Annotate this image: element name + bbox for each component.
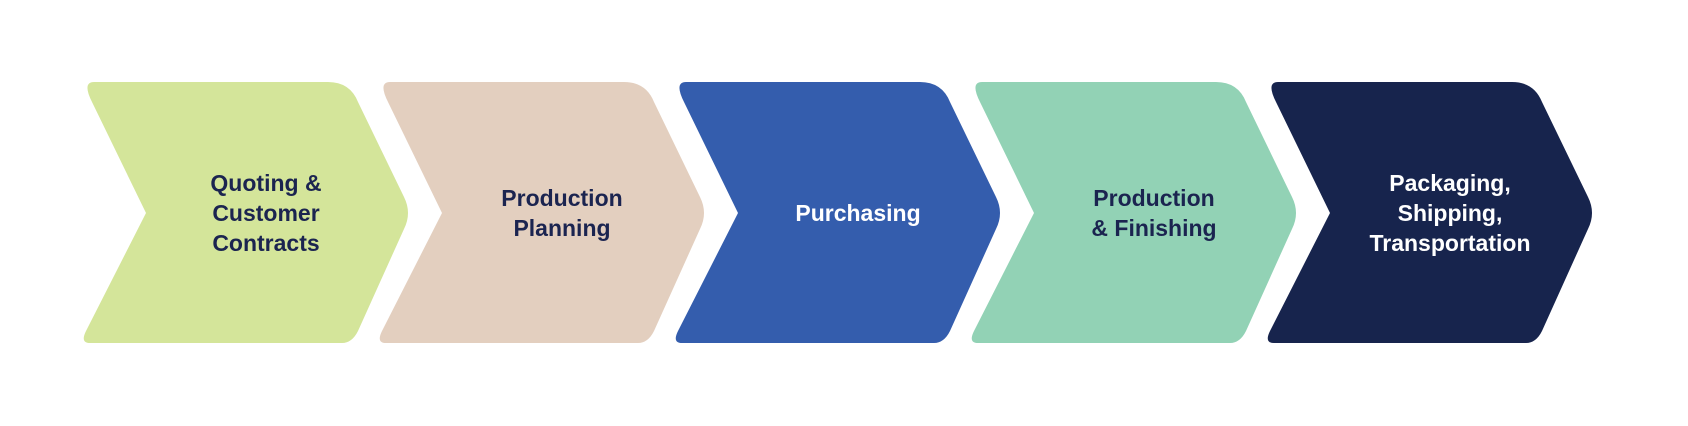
chevron-shape <box>83 82 408 343</box>
step-label-line: Production <box>1093 185 1214 211</box>
step-label-line: Customer <box>212 200 319 226</box>
chevron-shape <box>675 82 1000 343</box>
step-label-line: & Finishing <box>1091 215 1216 241</box>
step-label-line: Contracts <box>212 230 319 256</box>
chevron-shape <box>1267 82 1592 343</box>
step-label-line: Transportation <box>1369 230 1530 256</box>
step-label: Production & Finishing <box>1091 185 1216 241</box>
chevron-shape <box>971 82 1296 343</box>
step-label-line: Production <box>501 185 622 211</box>
process-step: Packaging, Shipping, Transportation <box>1267 82 1592 343</box>
process-step: Purchasing <box>675 82 1000 343</box>
step-label-line: Quoting & <box>210 170 321 196</box>
chevron-shape <box>379 82 704 343</box>
process-step: Production & Finishing <box>971 82 1296 343</box>
step-label-line: Packaging, <box>1389 170 1510 196</box>
step-label-line: Planning <box>513 215 610 241</box>
step-label-line: Purchasing <box>795 200 920 226</box>
step-label-line: Shipping, <box>1398 200 1503 226</box>
step-label: Packaging, Shipping, Transportation <box>1369 170 1530 256</box>
step-label: Purchasing <box>795 200 920 226</box>
